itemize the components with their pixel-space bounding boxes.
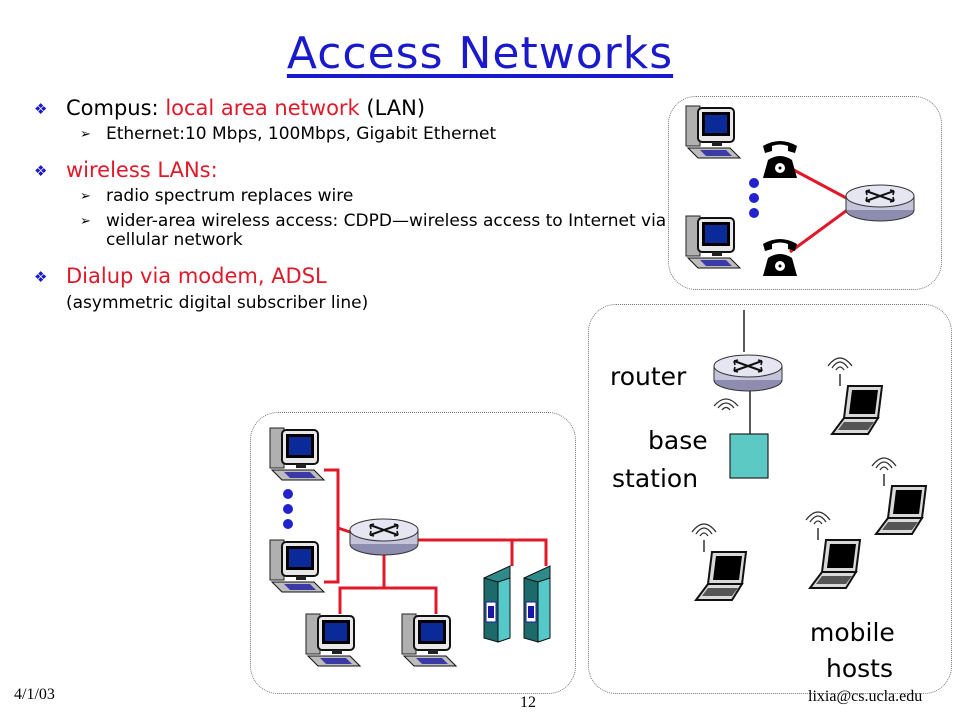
bullet-dialup: ❖ Dialup via modem, ADSL (asymmetric dig…	[34, 264, 674, 316]
ethernet-text: Ethernet:10 Mbps, 100Mbps, Gigabit Ether…	[106, 124, 497, 144]
desktop-computer-icon	[685, 215, 741, 269]
wide-area-sep: —	[391, 211, 409, 231]
laptop-icon	[691, 523, 747, 601]
sub-bullet-ethernet: ➢ Ethernet:10 Mbps, 100Mbps, Gigabit Eth…	[34, 125, 674, 144]
sub-bullet-radio: ➢ radio spectrum replaces wire	[34, 187, 674, 206]
wireless-network	[691, 310, 927, 601]
laptop-icon	[827, 357, 883, 435]
router-icon	[713, 354, 783, 392]
router-icon	[845, 184, 915, 222]
telephone-icon	[763, 239, 797, 276]
desktop-computer-icon	[269, 539, 325, 593]
dialup-note: (asymmetric digital subscriber line)	[66, 293, 369, 313]
mobile-label: mobile	[810, 618, 895, 647]
bullet-wireless: ❖ wireless LANs:	[34, 158, 674, 183]
footer-page-number: 12	[520, 694, 536, 711]
diamond-bullet-icon: ❖	[34, 268, 48, 286]
page-title: Access Networks	[286, 28, 674, 79]
footer-date: 4/1/03	[14, 686, 55, 703]
arrowhead-bullet-icon: ➢	[80, 214, 91, 229]
bullet-campus: ❖ Compus: local area network (LAN)	[34, 96, 674, 121]
base-label: base	[648, 426, 708, 455]
base-station-signal-icon	[713, 398, 739, 411]
bullet-list: ❖ Compus: local area network (LAN) ➢ Eth…	[34, 96, 674, 320]
desktop-computer-icon	[269, 427, 325, 481]
router-label: router	[610, 362, 687, 391]
lan-network	[269, 427, 551, 667]
desktop-computer-icon	[305, 613, 361, 667]
laptop-icon	[805, 511, 861, 589]
dialup-network	[685, 105, 915, 276]
arrowhead-bullet-icon: ➢	[80, 127, 91, 142]
campus-prefix: Compus:	[66, 96, 166, 120]
base-station-icon	[729, 433, 769, 479]
wide-area-text-a: wider-area wireless access: CDPD	[106, 211, 392, 231]
wide-area-text-b: wireless access to Internet via cellular…	[106, 211, 667, 250]
server-icon	[523, 565, 551, 643]
diamond-bullet-icon: ❖	[34, 162, 48, 180]
laptop-icon	[871, 457, 927, 535]
hosts-label: hosts	[826, 654, 893, 683]
sub-bullet-wide-area: ➢ wider-area wireless access: CDPD—wirel…	[34, 212, 674, 250]
campus-highlight: local area network	[165, 96, 360, 120]
station-label: station	[612, 464, 699, 493]
server-icon	[483, 565, 511, 643]
campus-suffix: (LAN)	[359, 96, 426, 120]
desktop-computer-icon	[685, 105, 741, 159]
ellipsis-dot	[749, 178, 759, 188]
ellipsis-dot	[283, 519, 293, 529]
ellipsis-dot	[283, 489, 293, 499]
ellipsis-dot	[749, 208, 759, 218]
ellipsis-dot	[749, 193, 759, 203]
telephone-icon	[763, 141, 797, 178]
radio-text: radio spectrum replaces wire	[106, 186, 354, 206]
footer-email: lixia@cs.ucla.edu	[808, 688, 923, 705]
diamond-bullet-icon: ❖	[34, 100, 48, 118]
ellipsis-dot	[283, 504, 293, 514]
arrowhead-bullet-icon: ➢	[80, 189, 91, 204]
dialup-label: Dialup via modem, ADSL	[66, 264, 327, 288]
wireless-label: wireless LANs:	[66, 158, 218, 182]
desktop-computer-icon	[401, 613, 457, 667]
router-icon	[349, 518, 419, 556]
